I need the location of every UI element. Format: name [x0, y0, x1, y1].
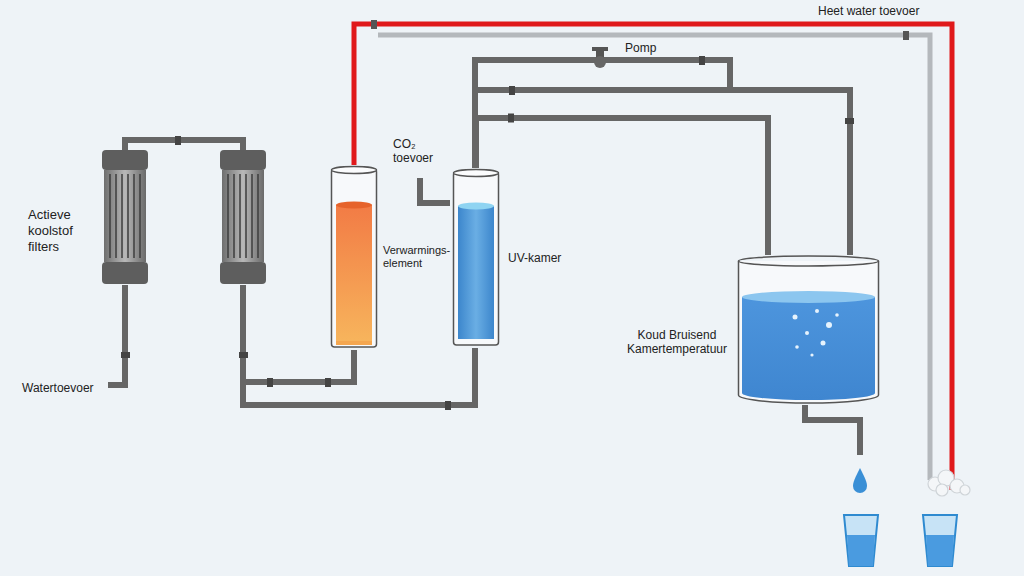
pipe-joint: [267, 378, 273, 387]
inlet-label: CO₂ toevoer: [392, 137, 434, 165]
pipe-connector: [476, 118, 768, 255]
pipe-joint: [903, 31, 909, 40]
cup: [844, 515, 878, 566]
inlet-pipe: [108, 285, 125, 385]
water-tank: Koud Bruisend Kamertemperatuur: [737, 255, 880, 405]
heater-cylinder-outline: [330, 165, 378, 350]
water-pipe: [378, 35, 930, 480]
heater-feed-pipe: [243, 350, 354, 382]
pipe-joint: [175, 136, 181, 145]
cold-outlet-pipe: [805, 405, 860, 455]
pump-symbol: [592, 47, 608, 68]
pipe-joint: [508, 114, 514, 123]
pipe-joint: [239, 352, 248, 358]
water-drop: [853, 468, 867, 493]
carbon-filter: [220, 150, 266, 284]
pipe-joint: [699, 56, 705, 65]
uv-chamber-outline: [452, 168, 500, 348]
uv-chamber: UV-kamer: [452, 168, 500, 348]
inlet-label: Watertoevoer: [21, 381, 95, 395]
node-label: UV-kamer: [508, 251, 561, 265]
node-label: Verwarmings- element: [383, 244, 450, 270]
pipe-joint: [509, 86, 515, 95]
steam: [928, 470, 970, 496]
carbon-filter: [102, 150, 148, 284]
pipe-joint: [371, 20, 377, 29]
node-label: Koud Bruisend Kamertemperatuur: [627, 328, 727, 356]
co2-pipe: [420, 178, 450, 203]
hot-pipe: [354, 24, 952, 490]
tank-pipe: [475, 90, 850, 255]
cup: [923, 515, 957, 566]
pump-pipe: [475, 60, 730, 168]
pipe-label: Heet water toevoer: [817, 4, 920, 18]
water-tank-outline: [737, 255, 880, 405]
pipe-joint: [121, 352, 130, 358]
filter-label: Actieve koolstof filters: [27, 207, 74, 255]
pipe-joint: [845, 118, 854, 124]
pump-label: Pomp: [624, 41, 657, 55]
pipe-joint: [325, 378, 331, 387]
pipe-joint: [445, 401, 451, 410]
heater-cylinder: Verwarmings- element: [330, 165, 378, 350]
